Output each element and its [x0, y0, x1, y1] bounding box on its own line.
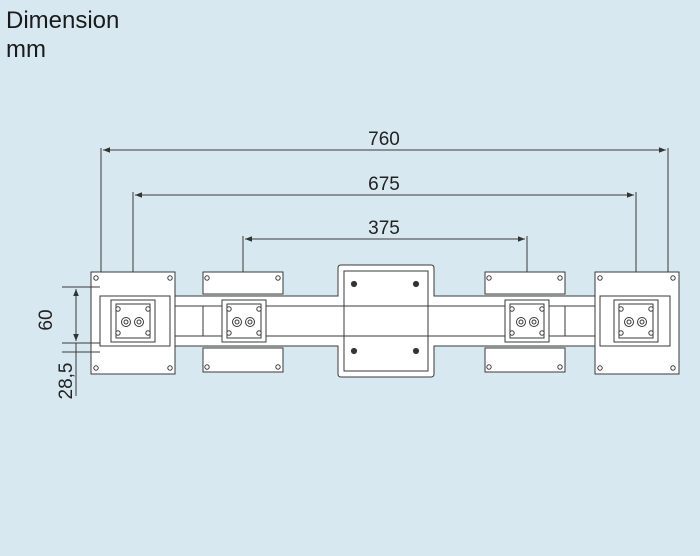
screw-holes [93, 275, 676, 371]
screw-hole [539, 306, 545, 312]
mount-hole-inner [531, 319, 537, 325]
screw-hole [93, 365, 99, 371]
left-outer-plate [90, 271, 176, 375]
page-title: Dimension [6, 7, 120, 34]
right-sleeve [564, 305, 596, 337]
screw-hole [167, 365, 173, 371]
screw-hole [204, 364, 210, 370]
title-block: Dimension mm [6, 6, 119, 64]
vertical-dimensions [62, 286, 100, 396]
screw-hole [204, 275, 210, 281]
mount-hole-inner [626, 319, 632, 325]
unit-label: mm [6, 36, 46, 63]
screw-hole [648, 330, 654, 336]
left-sleeve [174, 305, 204, 337]
screw-hole [275, 275, 281, 281]
mount-hole-inner [234, 319, 240, 325]
screw-hole [539, 330, 545, 336]
screw-hole [145, 330, 151, 336]
screw-hole [486, 364, 492, 370]
screw-hole [226, 330, 232, 336]
screw-hole [226, 306, 232, 312]
label-760: 760 [368, 129, 400, 150]
mount-hole-inner [247, 319, 253, 325]
screw-hole [509, 330, 515, 336]
screw-hole [486, 275, 492, 281]
dimension-760 [100, 147, 669, 272]
screw-hole [557, 364, 563, 370]
screw-hole [618, 330, 624, 336]
screw-hole [115, 330, 121, 336]
screw-hole [93, 275, 99, 281]
label-375: 375 [368, 218, 400, 239]
mount-hole-inner [123, 319, 129, 325]
screw-hole [648, 306, 654, 312]
vesa-hole [350, 347, 358, 355]
label-28-5: 28,5 [56, 363, 77, 400]
screw-hole [256, 330, 262, 336]
center-vesa-plate [343, 270, 429, 372]
screw-hole [557, 275, 563, 281]
screw-hole [167, 275, 173, 281]
screw-hole [509, 306, 515, 312]
vesa-hole [412, 280, 420, 288]
screw-hole [670, 365, 676, 371]
screw-hole [275, 364, 281, 370]
label-675: 675 [368, 174, 400, 195]
dimension-675 [132, 192, 637, 272]
vesa-hole [412, 347, 420, 355]
vesa-hole [350, 280, 358, 288]
dimension-375 [242, 236, 528, 272]
right-outer-plate [594, 271, 680, 375]
mount-hole-inner [518, 319, 524, 325]
mount-hole-inner [639, 319, 645, 325]
screw-hole [145, 306, 151, 312]
mount-hole-inner [136, 319, 142, 325]
screw-hole [597, 365, 603, 371]
screw-hole [618, 306, 624, 312]
screw-hole [597, 275, 603, 281]
label-60: 60 [36, 309, 57, 330]
screw-hole [256, 306, 262, 312]
screw-hole [670, 275, 676, 281]
screw-hole [115, 306, 121, 312]
